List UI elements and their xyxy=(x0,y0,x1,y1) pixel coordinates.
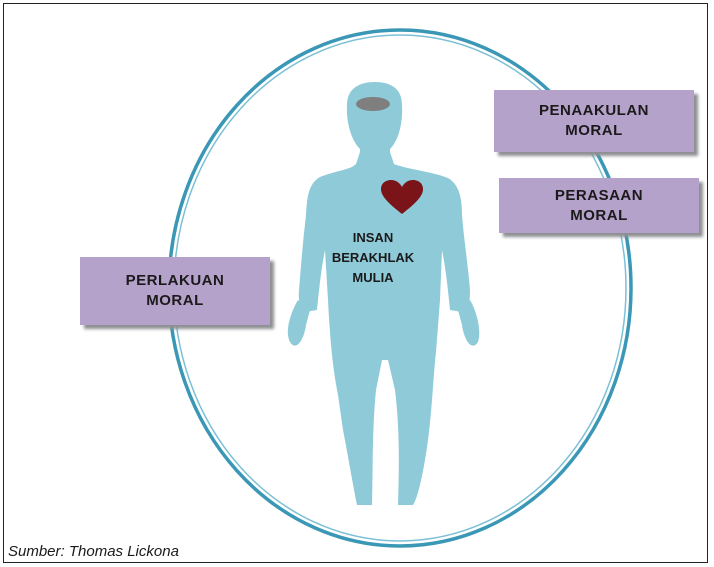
human-figure xyxy=(287,82,480,505)
box-line-2: MORAL xyxy=(565,122,623,139)
box-line-2: MORAL xyxy=(146,292,204,309)
source-caption: Sumber: Thomas Lickona xyxy=(8,543,179,560)
center-label: INSAN BERAKHLAK MULIA xyxy=(318,228,428,288)
box-line-2: MORAL xyxy=(570,206,628,224)
box-line-1: PERASAAN xyxy=(554,186,644,204)
perlakuan-moral-box: PERLAKUAN MORAL xyxy=(80,257,270,325)
box-line-1: PENAAKULAN xyxy=(539,102,649,119)
penaakulan-moral-box: PENAAKULAN MORAL xyxy=(494,90,694,152)
center-line-3: MULIA xyxy=(352,270,394,285)
perasaan-moral-box: PERASAAN MORAL xyxy=(499,178,699,233)
heart-icon xyxy=(381,180,423,214)
center-line-1: INSAN xyxy=(352,230,394,245)
center-line-2: BERAKHLAK xyxy=(331,250,415,265)
head-spot xyxy=(356,97,390,111)
box-line-1: PERLAKUAN xyxy=(125,272,225,289)
